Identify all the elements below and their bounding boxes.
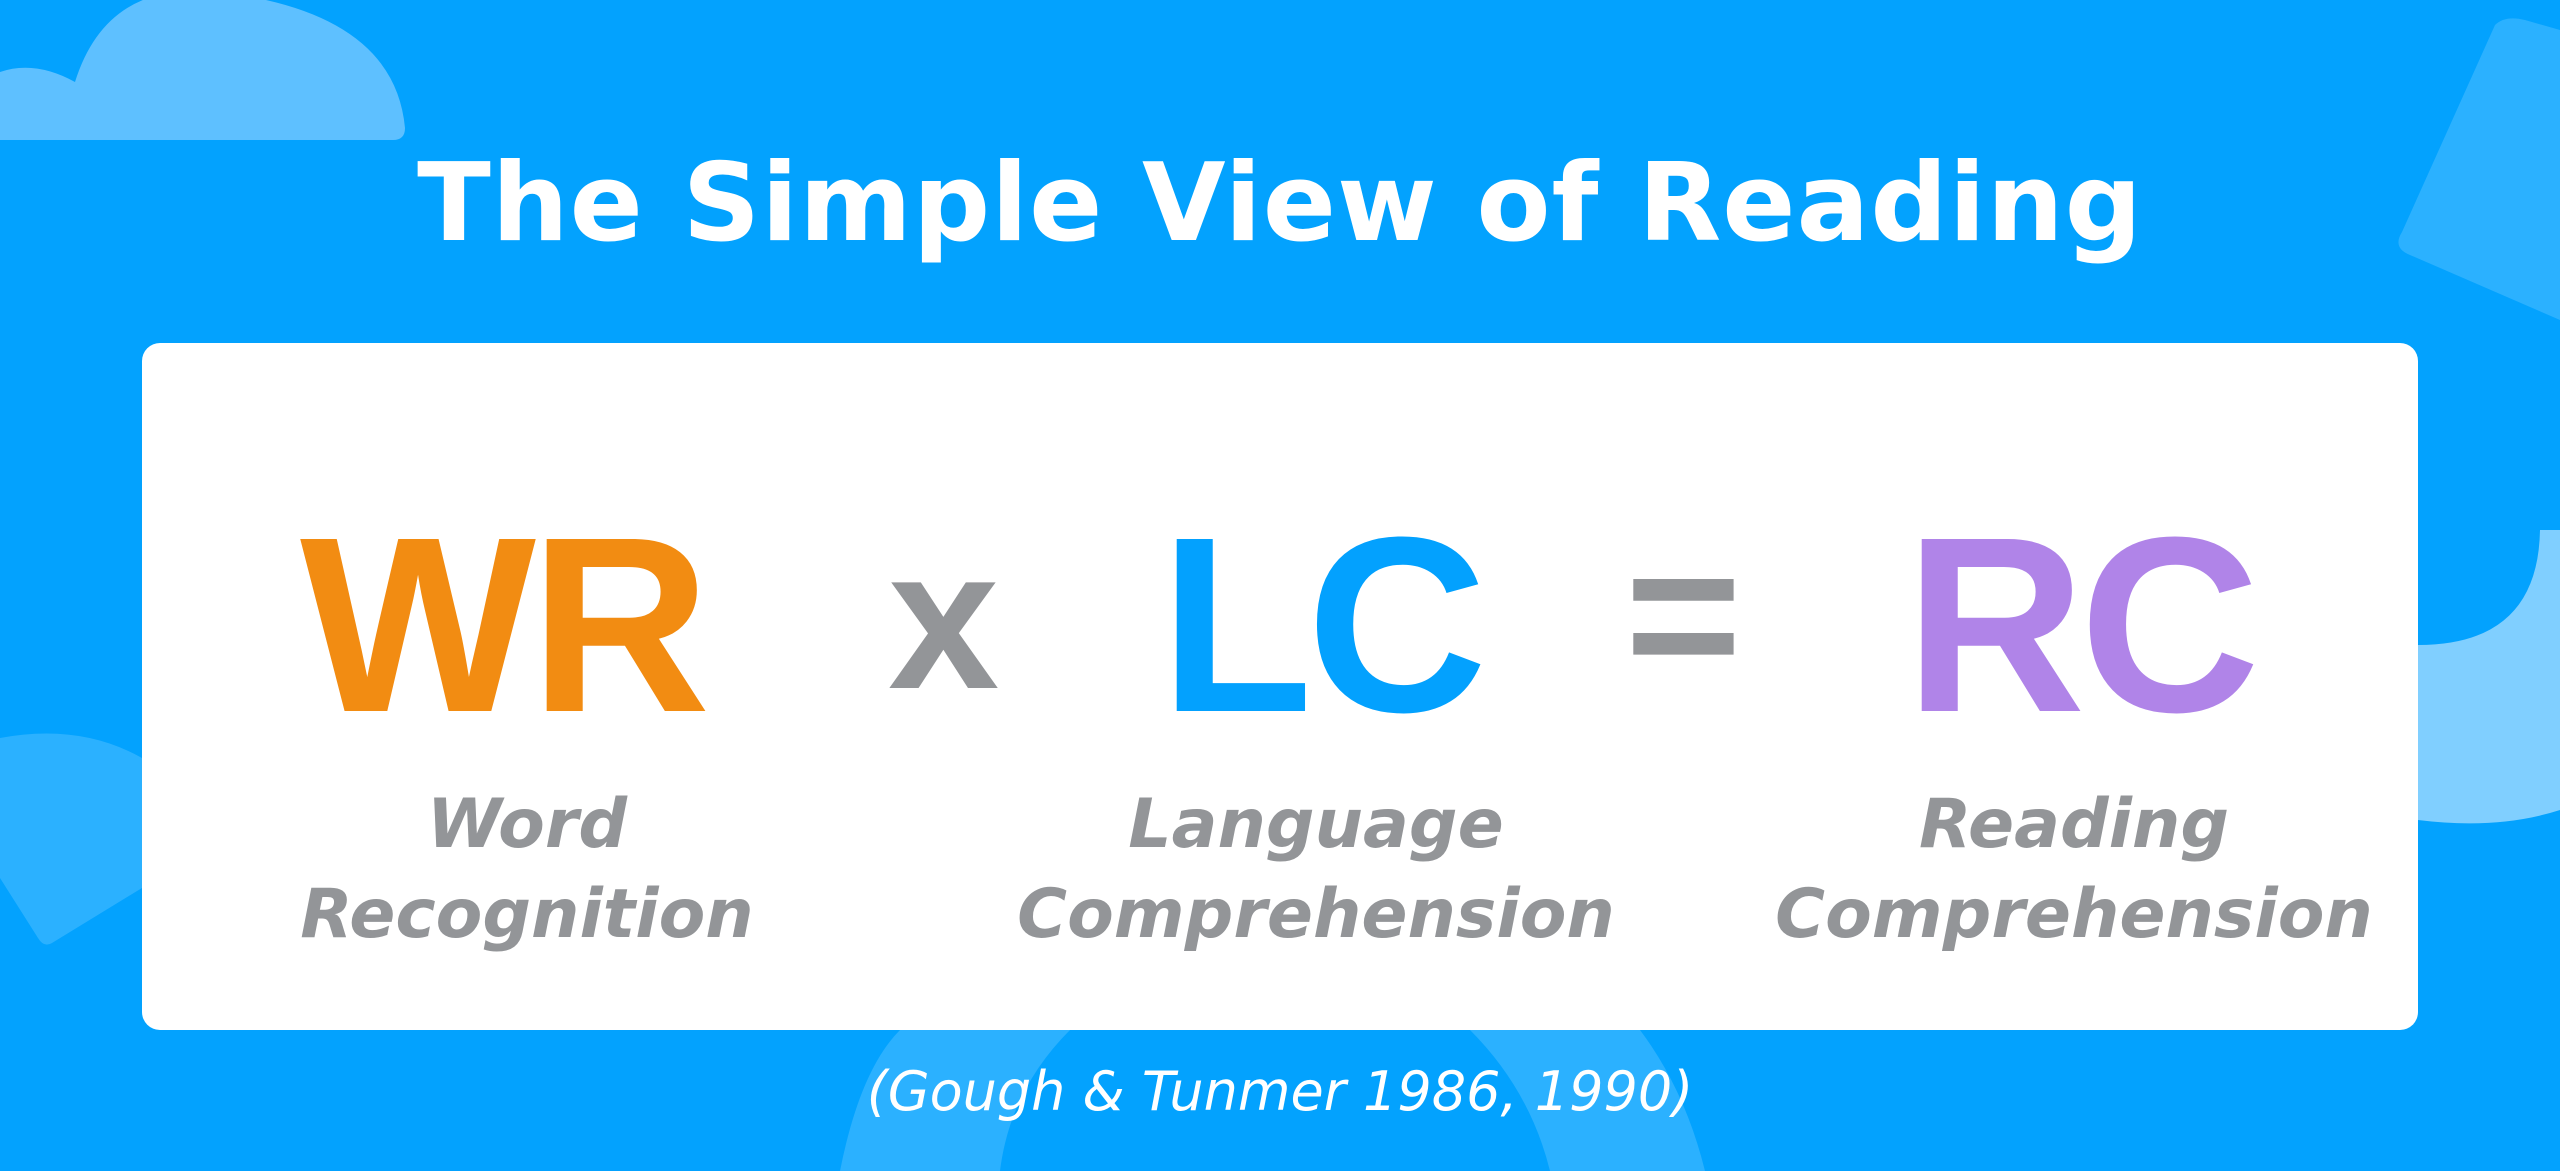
label-line: Comprehension <box>1017 875 1615 954</box>
label-line: Reading <box>1918 785 2230 864</box>
label-reading-comprehension: Reading Comprehension <box>1724 780 2424 960</box>
equation-card <box>142 343 2418 1030</box>
label-line: Word <box>426 785 628 864</box>
rotated-square-shape <box>2398 18 2560 320</box>
bottom-ring-shape <box>840 1030 1705 1171</box>
label-line: Language <box>1128 785 1504 864</box>
term-wr: WR <box>300 485 711 764</box>
label-line: Comprehension <box>1775 875 2373 954</box>
term-lc: LC <box>1160 485 1487 764</box>
page-title: The Simple View of Reading <box>417 141 2143 266</box>
term-rc: RC <box>1905 485 2260 764</box>
bottom-left-blob-shape <box>0 733 142 945</box>
label-line: Recognition <box>300 875 754 954</box>
equals-operator: = <box>1625 503 1742 726</box>
label-language-comprehension: Language Comprehension <box>966 780 1666 960</box>
right-ring-shape <box>2418 530 2560 824</box>
multiply-operator: x <box>888 508 1000 731</box>
cloud-shape <box>0 0 405 140</box>
label-word-recognition: Word Recognition <box>177 780 877 960</box>
citation: (Gough & Tunmer 1986, 1990) <box>866 1060 1694 1123</box>
